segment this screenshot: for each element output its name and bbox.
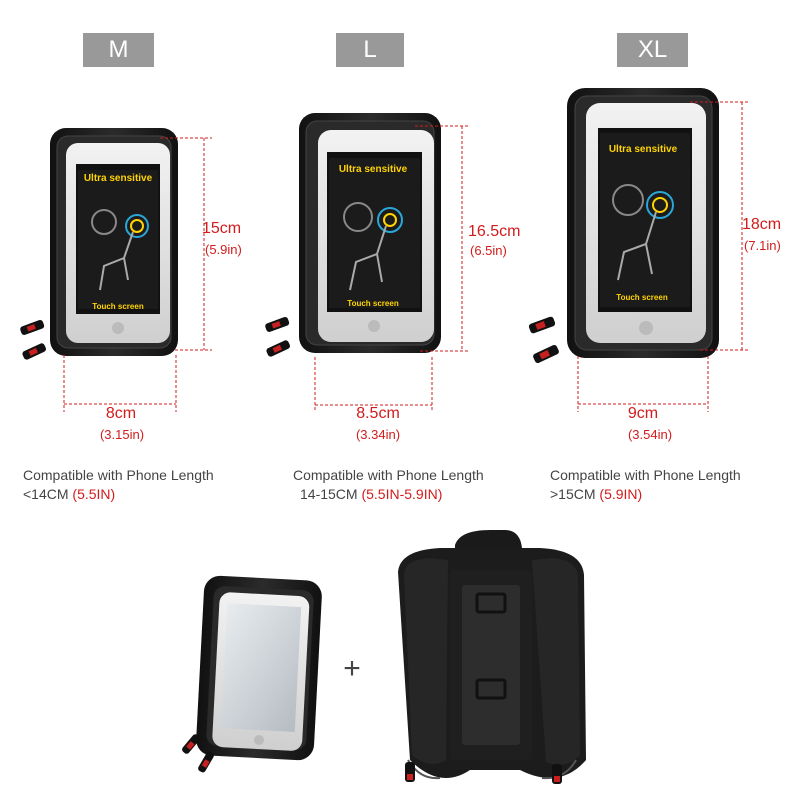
compat-prefix-xl: >15CM <box>550 486 600 502</box>
height-cm-m: 15cm <box>202 220 242 237</box>
screen-footer-l: Touch screen <box>347 299 399 308</box>
compat-range-l: (5.5IN-5.9IN) <box>361 486 443 502</box>
compat-range-m: (5.5IN) <box>72 486 116 502</box>
compat-text-xl: Compatible with Phone Length <box>550 467 741 483</box>
width-cm-m: 8cm <box>105 405 137 422</box>
compat-length-m: <14CM (5.5IN) <box>23 485 214 504</box>
width-cm-xl: 9cm <box>627 405 659 422</box>
phone-bag-l <box>265 113 441 357</box>
screen-headline-l: Ultra sensitive <box>339 164 408 175</box>
compat-text-l: Compatible with Phone Length <box>293 467 484 483</box>
compat-prefix-m: <14CM <box>23 486 73 502</box>
width-in-m: (3.15in) <box>99 427 145 442</box>
compat-length-l: 14-15CM (5.5IN-5.9IN) <box>293 485 484 504</box>
plus-sign: + <box>343 652 361 685</box>
compat-block-l: Compatible with Phone Length 14-15CM (5.… <box>293 466 484 504</box>
screen-footer-xl: Touch screen <box>616 293 668 302</box>
compat-prefix-l: 14-15CM <box>300 486 362 502</box>
frame-bag <box>398 530 586 784</box>
touch-hand-icon-xl <box>612 184 674 281</box>
size-badge-m: M <box>83 33 154 67</box>
phone-bag-m <box>20 128 178 360</box>
width-in-xl: (3.54in) <box>627 427 673 442</box>
height-in-l: (6.5in) <box>470 243 507 258</box>
screen-footer-m: Touch screen <box>92 302 144 311</box>
compat-block-m: Compatible with Phone Length <14CM (5.5I… <box>23 466 214 504</box>
compat-text-m: Compatible with Phone Length <box>23 467 214 483</box>
dimension-lines-xl <box>577 101 750 412</box>
compat-length-xl: >15CM (5.9IN) <box>550 485 741 504</box>
compat-block-xl: Compatible with Phone Length >15CM (5.9I… <box>550 466 741 504</box>
screen-headline-m: Ultra sensitive <box>84 173 153 184</box>
dimension-lines-l <box>314 125 470 412</box>
width-in-l: (3.34in) <box>355 427 401 442</box>
height-in-m: (5.9in) <box>205 242 242 257</box>
size-badge-xl: XL <box>617 33 688 67</box>
height-in-xl: (7.1in) <box>744 238 781 253</box>
size-badge-l: L <box>336 33 404 67</box>
detachable-phone-pouch <box>182 575 322 773</box>
screen-headline-xl: Ultra sensitive <box>609 144 678 155</box>
compat-range-xl: (5.9IN) <box>599 486 643 502</box>
phone-bag-xl <box>528 88 719 364</box>
height-cm-xl: 18cm <box>742 216 782 233</box>
width-cm-l: 8.5cm <box>356 405 400 422</box>
dimension-lines-m <box>63 137 212 412</box>
touch-hand-icon-l <box>343 202 403 291</box>
height-cm-l: 16.5cm <box>468 223 521 240</box>
touch-hand-icon-m <box>91 209 149 291</box>
